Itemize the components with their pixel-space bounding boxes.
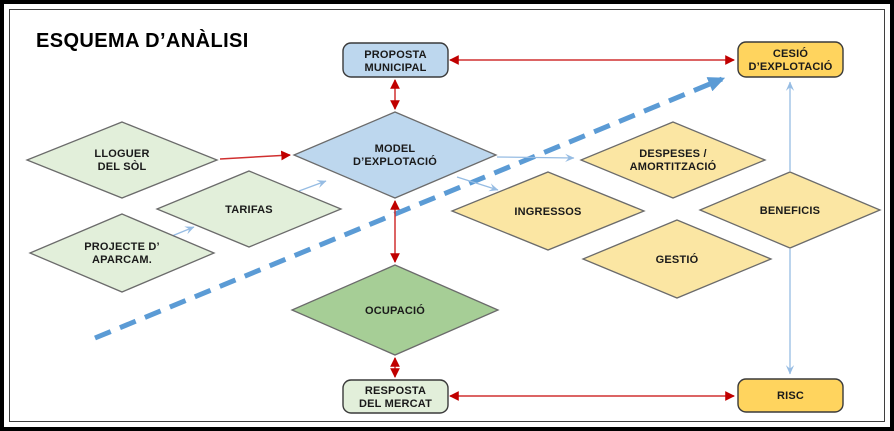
arrow-model-to-ingressos (456, 176, 499, 192)
resposta-label-line2: DEL MERCAT (359, 398, 432, 410)
ingressos-diamond-shape (450, 171, 646, 251)
lloguer-diamond-shape (25, 121, 219, 199)
risc-label: RISC (777, 390, 804, 402)
inner-frame-border (9, 9, 885, 422)
proposta-label-line2: MUNICIPAL (364, 62, 426, 74)
arrow-model-to-despeses (496, 153, 575, 163)
tarifas-label: TARIFAS (225, 204, 273, 216)
model-label-line2: D’EXPLOTACIÓ (353, 155, 437, 168)
node-ingressos: INGRESSOS (450, 171, 646, 251)
proposta-label-line1: PROPOSTA (364, 49, 427, 61)
node-despeses-amortitzacio: DESPESES / AMORTITZACIÓ (579, 121, 767, 199)
node-beneficis: BENEFICIS (698, 171, 882, 249)
node-lloguer-del-sol: LLOGUER DEL SÒL (25, 121, 219, 199)
node-model-explotacio: MODEL D’EXPLOTACIÓ (292, 111, 498, 199)
projecte-label-line1: PROJECTE D’ (84, 241, 160, 253)
gestio-diamond-shape (581, 219, 773, 299)
cesio-label-line1: CESIÓ (773, 47, 808, 60)
dashed-diagonal-arrow (94, 76, 726, 341)
node-gestio: GESTIÓ (581, 219, 773, 299)
cesio-label-line2: D’EXPLOTACIÓ (748, 60, 832, 73)
ocupacio-diamond-shape (290, 264, 500, 356)
despeses-diamond-shape (579, 121, 767, 199)
projecte-label-line2: APARCAM. (92, 254, 152, 266)
model-diamond-shape (292, 111, 498, 199)
gestio-label: GESTIÓ (656, 253, 699, 266)
node-cesio-explotacio: CESIÓ D’EXPLOTACIÓ (737, 41, 844, 78)
page-title: ESQUEMA D’ANÀLISI (36, 29, 249, 52)
resposta-label-line1: RESPOSTA (365, 385, 426, 397)
node-tarifas: TARIFAS (155, 170, 343, 248)
projecte-diamond-shape (28, 213, 216, 293)
ingressos-label: INGRESSOS (514, 206, 581, 218)
despeses-label-line2: AMORTITZACIÓ (630, 160, 717, 173)
node-risc: RISC (737, 378, 844, 413)
risc-box-shape (737, 378, 844, 413)
node-proposta-municipal: PROPOSTA MUNICIPAL (342, 42, 449, 78)
lloguer-label-line1: LLOGUER (94, 148, 149, 160)
proposta-box-shape (342, 42, 449, 78)
node-projecte-aparcam: PROJECTE D’ APARCAM. (28, 213, 216, 293)
lloguer-label-line2: DEL SÒL (98, 160, 147, 173)
node-resposta-mercat: RESPOSTA DEL MERCAT (342, 379, 449, 414)
tarifas-diamond-shape (155, 170, 343, 248)
resposta-box-shape (342, 379, 449, 414)
ocupacio-label: OCUPACIÓ (365, 304, 425, 317)
arrow-tarifas-to-model (298, 180, 327, 192)
despeses-label-line1: DESPESES / (639, 148, 706, 160)
arrow-lloguer-to-model (219, 150, 291, 161)
cesio-box-shape (737, 41, 844, 78)
beneficis-label: BENEFICIS (760, 205, 820, 217)
model-label-line1: MODEL (375, 143, 416, 155)
beneficis-diamond-shape (698, 171, 882, 249)
node-ocupacio: OCUPACIÓ (290, 264, 500, 356)
